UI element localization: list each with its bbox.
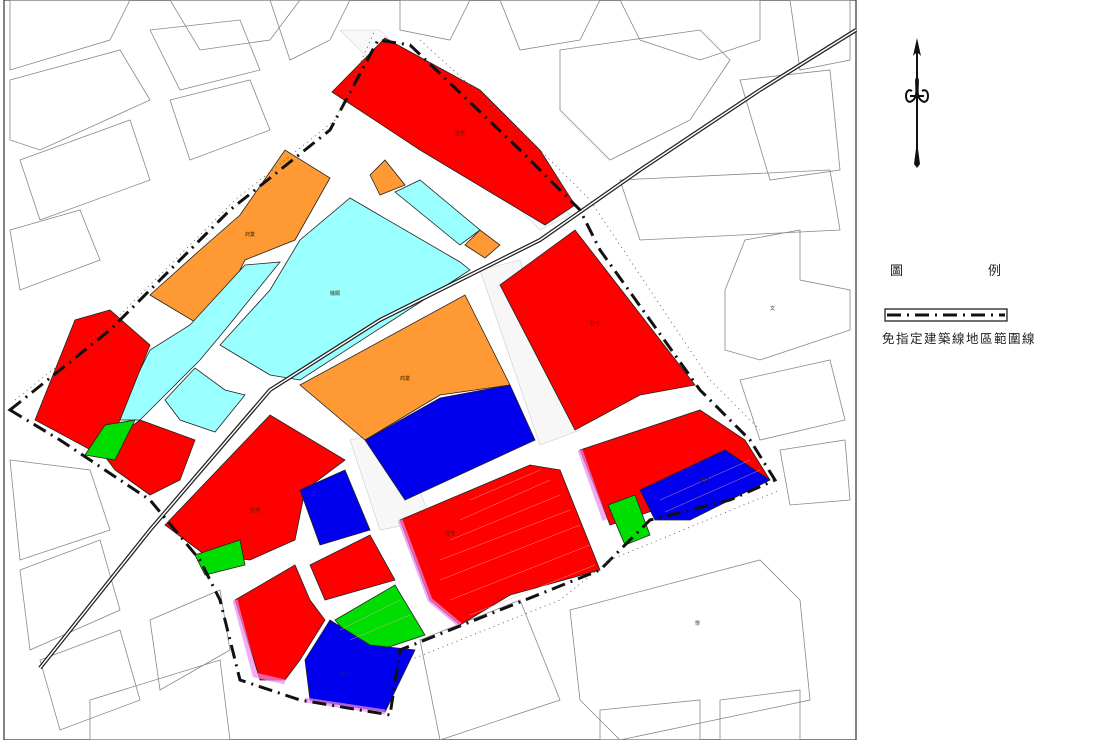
legend-item-label: 免指定建築線地區範圍線 (882, 331, 1037, 346)
parcel-park-b (194, 539, 246, 576)
legend-title-right: 例 (988, 264, 1002, 279)
legend-title-left: 圖 (890, 264, 904, 279)
svg-text:住宅: 住宅 (455, 130, 465, 137)
svg-text:文: 文 (770, 305, 775, 312)
dotted-border (14, 29, 781, 661)
svg-text:商業: 商業 (245, 231, 255, 238)
parcel-residential-top (331, 37, 576, 226)
background-parcels (9, 0, 851, 740)
parcel-public-large (219, 197, 471, 381)
svg-text:機關: 機關 (330, 290, 340, 297)
parcel-residential-small (309, 534, 396, 601)
parcel-public-strip (114, 261, 281, 421)
parcel-commercial-small-b (464, 229, 501, 259)
hatch-overlays (339, 459, 761, 641)
parcel-residential-bottom (234, 564, 326, 681)
svg-text:住宅: 住宅 (590, 320, 600, 327)
parcel-markers: 住宅 商業 機關 商業 住宅 住宅 住宅 文中 文小 學 文 (245, 130, 775, 677)
zoning-parcels (34, 37, 771, 713)
svg-text:文小: 文小 (340, 670, 350, 677)
parcel-park-a (84, 419, 136, 461)
svg-text:文中: 文中 (700, 477, 710, 484)
svg-text:學: 學 (695, 620, 700, 627)
parcel-park-right (607, 494, 651, 546)
svg-text:住宅: 住宅 (445, 530, 455, 537)
parcel-school-small (299, 469, 371, 546)
special-boundary (7, 38, 778, 717)
parcel-residential-right (499, 229, 696, 431)
parcel-commercial-center (299, 294, 511, 441)
legend-boundary-symbol (884, 308, 1008, 322)
parcel-school-center (364, 384, 536, 501)
svg-text:住宅: 住宅 (250, 507, 260, 514)
north-arrow-icon (905, 38, 929, 168)
railway (38, 28, 858, 670)
parcel-commercial-small-a (369, 159, 406, 196)
svg-text:商業: 商業 (400, 375, 410, 382)
parcel-public-small (164, 367, 246, 433)
